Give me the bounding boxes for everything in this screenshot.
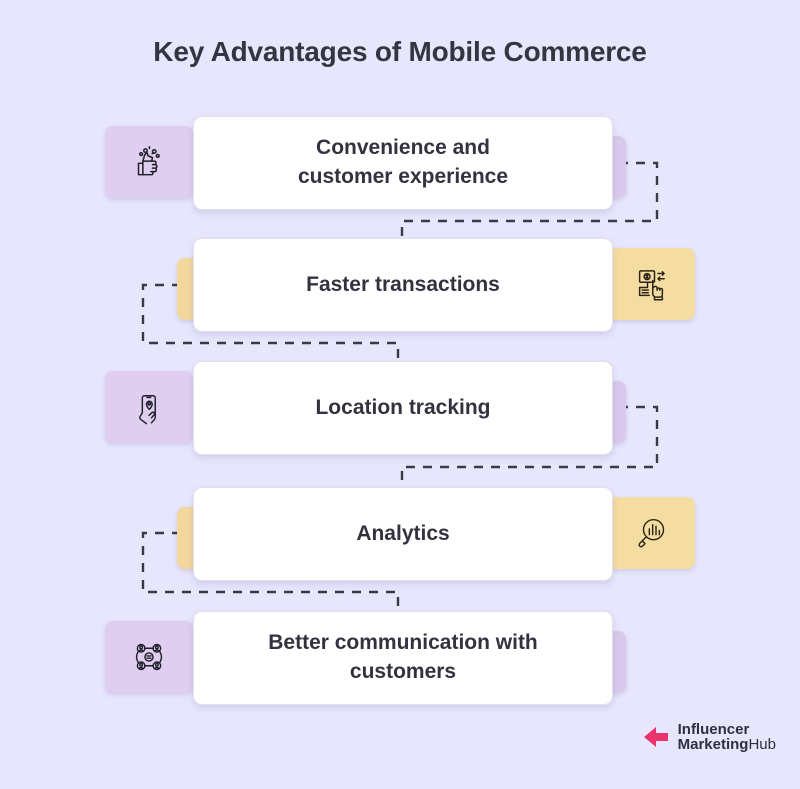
brand-line-2-light: Hub [748, 736, 776, 754]
row-icon-tab [607, 497, 695, 569]
advantage-card[interactable]: Analytics [193, 487, 613, 581]
mobile-payment-hand-icon [630, 263, 672, 305]
advantage-card[interactable]: Convenience and customer experience [193, 116, 613, 210]
advantage-label: Location tracking [315, 395, 491, 419]
thumbs-up-sparkle-icon [128, 141, 170, 183]
row-icon-tab [607, 248, 695, 320]
brand-line-2-bold: Marketing [677, 736, 749, 754]
brand-line-1: Influencer [677, 720, 750, 738]
advantage-card[interactable]: Location tracking [193, 361, 613, 455]
phone-location-pin-icon [129, 387, 169, 427]
advantage-card[interactable]: Better communication with customers [193, 611, 613, 705]
advantage-label: Faster transactions [306, 272, 500, 296]
row-icon-tab [105, 621, 193, 693]
advantage-label: Analytics [356, 521, 450, 545]
advantage-label: Better communication with customers [268, 631, 538, 683]
advantage-label: Convenience and customer experience [297, 136, 509, 188]
magnifier-bar-chart-icon [631, 513, 671, 553]
row-icon-tab [105, 126, 193, 198]
row-icon-tab [105, 371, 193, 443]
brand-logo[interactable]: Influencer MarketingHub [643, 720, 776, 754]
brand-line-2: MarketingHub [678, 737, 776, 753]
brand-logo-text: Influencer MarketingHub [677, 720, 776, 754]
people-network-icon [128, 636, 170, 678]
page-title: Key Advantages of Mobile Commerce [153, 36, 647, 67]
arrow-left-mark-icon [643, 727, 668, 748]
advantage-card[interactable]: Faster transactions [193, 238, 613, 332]
